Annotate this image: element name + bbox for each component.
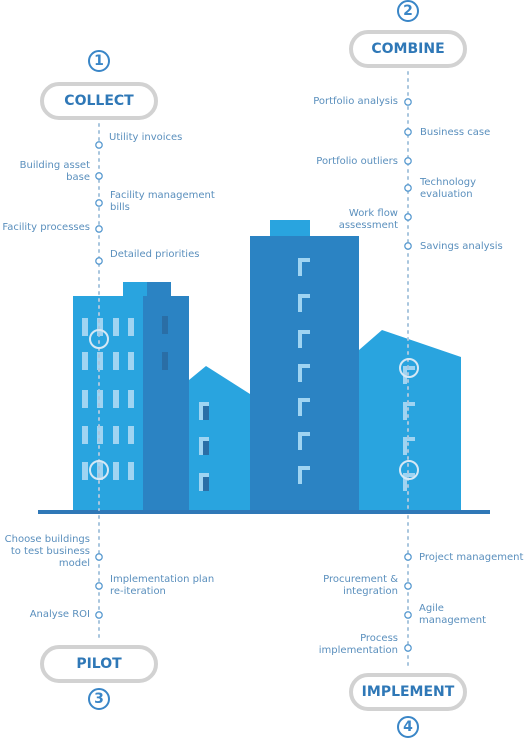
window: [82, 352, 88, 370]
implement-item-project-management: Project management: [419, 552, 524, 563]
collect-item-utility-invoices: Utility invoices: [109, 132, 183, 143]
timeline-marker: [95, 199, 103, 207]
timeline-marker: [404, 157, 412, 165]
collect-step-label: COLLECT: [40, 82, 158, 120]
window: [82, 462, 88, 480]
window-shade: [302, 262, 310, 276]
timeline-marker: [404, 213, 412, 221]
step-number-4: 4: [397, 716, 419, 738]
step-number-3: 3: [88, 688, 110, 710]
window-shade: [302, 470, 310, 484]
combine-item-technology-evaluation: Technology evaluation: [420, 177, 477, 200]
window: [97, 352, 103, 370]
window: [113, 426, 119, 444]
combine-item-work-flow-assessment: Work flow assessment: [338, 208, 398, 231]
timeline-marker: [404, 644, 412, 652]
step-number-2: 2: [397, 0, 419, 22]
window-shade: [302, 298, 310, 312]
timeline-marker: [404, 184, 412, 192]
timeline-marker: [95, 553, 103, 561]
timeline-marker: [404, 128, 412, 136]
window: [113, 318, 119, 336]
window: [113, 462, 119, 480]
timeline-marker: [95, 257, 103, 265]
window-shade: [407, 477, 415, 491]
window-shade: [203, 477, 209, 491]
window-shade: [407, 406, 415, 420]
combine-item-portfolio-outliers: Portfolio outliers: [316, 156, 398, 167]
implement-item-agile-management: Agile management: [419, 603, 486, 626]
collect-item-facility-processes: Facility processes: [2, 222, 90, 233]
timeline-marker: [95, 141, 103, 149]
implement-item-procurement-integration: Procurement & integration: [323, 574, 398, 597]
timeline-markers: [95, 98, 412, 652]
building-house-windows: [199, 402, 209, 491]
window: [128, 426, 134, 444]
building-left-cap: [123, 282, 147, 296]
collect-item-facility-management-bills: Facility management bills: [110, 190, 215, 213]
timeline-marker: [404, 611, 412, 619]
window: [82, 390, 88, 408]
implement-item-process-implementation: Process implementation: [318, 633, 398, 656]
building-house: [189, 366, 250, 511]
pilot-step-label: PILOT: [40, 645, 158, 683]
timeline-marker: [404, 242, 412, 250]
timeline-marker: [95, 582, 103, 590]
collect-ring-upper: [89, 329, 109, 349]
timeline-marker: [95, 172, 103, 180]
window-shade: [302, 436, 310, 450]
combine-ring-lower: [399, 460, 419, 480]
collect-item-detailed-priorities: Detailed priorities: [110, 249, 200, 260]
building-right: [359, 330, 461, 511]
window: [113, 352, 119, 370]
ground-line: [38, 510, 490, 514]
window: [128, 352, 134, 370]
window-shade: [302, 334, 310, 348]
combine-item-portfolio-analysis: Portfolio analysis: [313, 96, 398, 107]
building-tower-cap: [270, 220, 310, 236]
window-shade: [203, 406, 209, 420]
window-shade: [302, 368, 310, 382]
combine-step-label: COMBINE: [349, 30, 467, 68]
building-tower-windows: [298, 258, 310, 484]
window: [128, 318, 134, 336]
pilot-item-implementation-plan: Implementation plan re-iteration: [110, 574, 215, 597]
timeline-marker: [404, 553, 412, 561]
timeline-marker: [404, 98, 412, 106]
window-shade: [302, 402, 310, 416]
window-shade: [407, 441, 415, 455]
step-number-1: 1: [88, 50, 110, 72]
window: [97, 462, 103, 480]
window: [82, 426, 88, 444]
window: [128, 462, 134, 480]
building-left-cap-dark: [147, 282, 171, 296]
building-left-window-dark: [162, 352, 168, 370]
window: [82, 318, 88, 336]
collect-item-building-asset-base: Building asset base: [19, 160, 90, 183]
timeline-marker: [404, 582, 412, 590]
window: [128, 390, 134, 408]
pilot-item-choose-buildings: Choose buildings to test business model: [4, 534, 90, 569]
combine-item-business-case: Business case: [420, 127, 491, 138]
implement-step-label: IMPLEMENT: [349, 673, 467, 711]
window: [97, 426, 103, 444]
window-shade: [203, 441, 209, 455]
building-left-window-dark: [162, 316, 168, 334]
timeline-marker: [95, 225, 103, 233]
window: [113, 390, 119, 408]
pilot-item-analyse-roi: Analyse ROI: [29, 609, 90, 620]
timeline-marker: [95, 611, 103, 619]
collect-ring-lower: [89, 460, 109, 480]
combine-ring-upper: [399, 358, 419, 378]
combine-item-savings-analysis: Savings analysis: [420, 241, 503, 252]
